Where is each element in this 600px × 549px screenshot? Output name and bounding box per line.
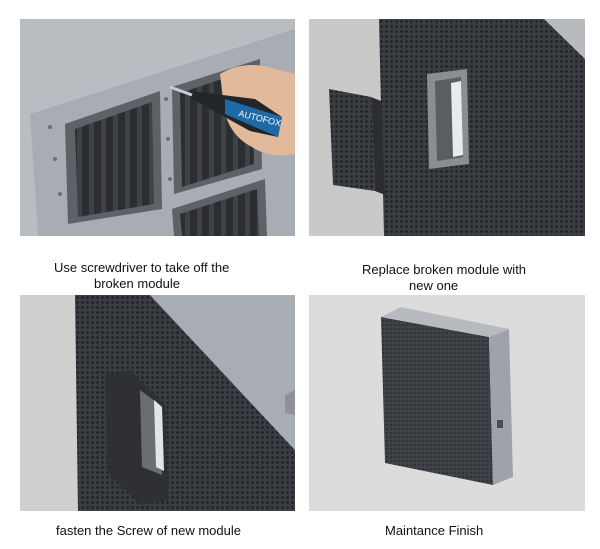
step-2-illustration [309,19,585,236]
step-1-caption-line2: broken module [94,276,180,291]
screwdriver-grip [225,99,282,137]
step-3-illustration [20,295,295,511]
step-1-caption-line1: Use screwdriver to take off the [54,260,230,275]
step-1-illustration: AUTOFOX [20,19,295,236]
step-1-caption: Use screwdriver to take off the broken m… [54,244,284,308]
step-4-caption: Maintance Finish [385,523,484,538]
step-3-caption: fasten the Screw of new module [56,523,241,538]
step-4-illustration [309,295,585,511]
step-2-caption-line1: Replace broken module with [362,262,527,277]
step-2-caption: Replace broken module with new one [362,246,592,310]
step-2-caption-line2: new one [409,278,459,293]
